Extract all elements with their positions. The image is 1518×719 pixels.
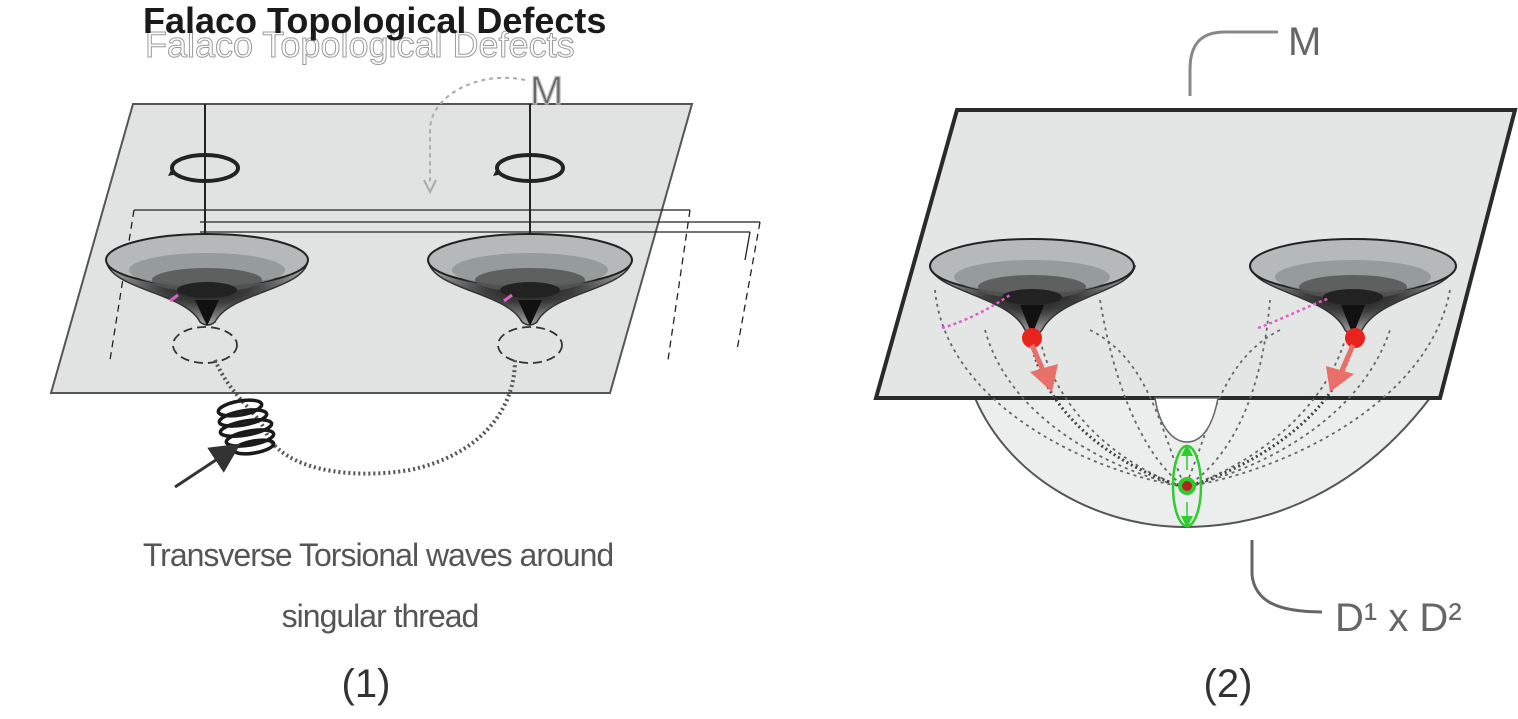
left-m-pointer — [429, 76, 526, 185]
coil-pointer-arrow — [174, 443, 241, 489]
left-m-pointer-arrowhead — [423, 179, 437, 195]
domain-pointer — [1250, 540, 1323, 614]
singular-thread — [213, 359, 517, 476]
rotation-ring-1 — [168, 153, 240, 183]
sub-loops — [172, 326, 563, 364]
defect-dot-right — [1345, 328, 1365, 348]
figure-label-1: (1) — [342, 662, 391, 706]
defect-dot-left — [1022, 328, 1042, 348]
torsion-circle — [1171, 444, 1203, 528]
magenta-path-left — [941, 293, 1011, 330]
diagram-title: Falaco Topological Defects — [143, 0, 606, 41]
figure-label-2: (2) — [1204, 662, 1253, 706]
right-plane-label-m: M — [1288, 20, 1321, 64]
left-panel: M — [49, 68, 761, 706]
funnel-defect-3 — [929, 238, 1136, 336]
funnel-defect-4 — [1249, 238, 1457, 336]
rotation-ring-2 — [493, 153, 565, 183]
funnel-defect-2 — [427, 233, 633, 326]
caption-line-2: singular thread — [282, 598, 479, 634]
title-ghost: Falaco Topological Defects — [145, 24, 575, 65]
funnel-defect-1 — [105, 233, 309, 326]
defect-arrow-left — [1029, 344, 1058, 392]
defect-arrow-right — [1326, 344, 1356, 392]
right-panel: M — [873, 20, 1518, 706]
magenta-path-right — [1257, 296, 1331, 330]
bowl-cutout — [1154, 397, 1219, 443]
overlay-frames — [109, 209, 761, 361]
right-m-pointer — [1188, 30, 1278, 96]
domain-label: D¹ x D² — [1335, 596, 1462, 640]
torsional-coil — [216, 398, 276, 456]
left-plane-label-m: M — [530, 69, 563, 113]
caption-line-1: Transverse Torsional waves around — [143, 537, 613, 573]
